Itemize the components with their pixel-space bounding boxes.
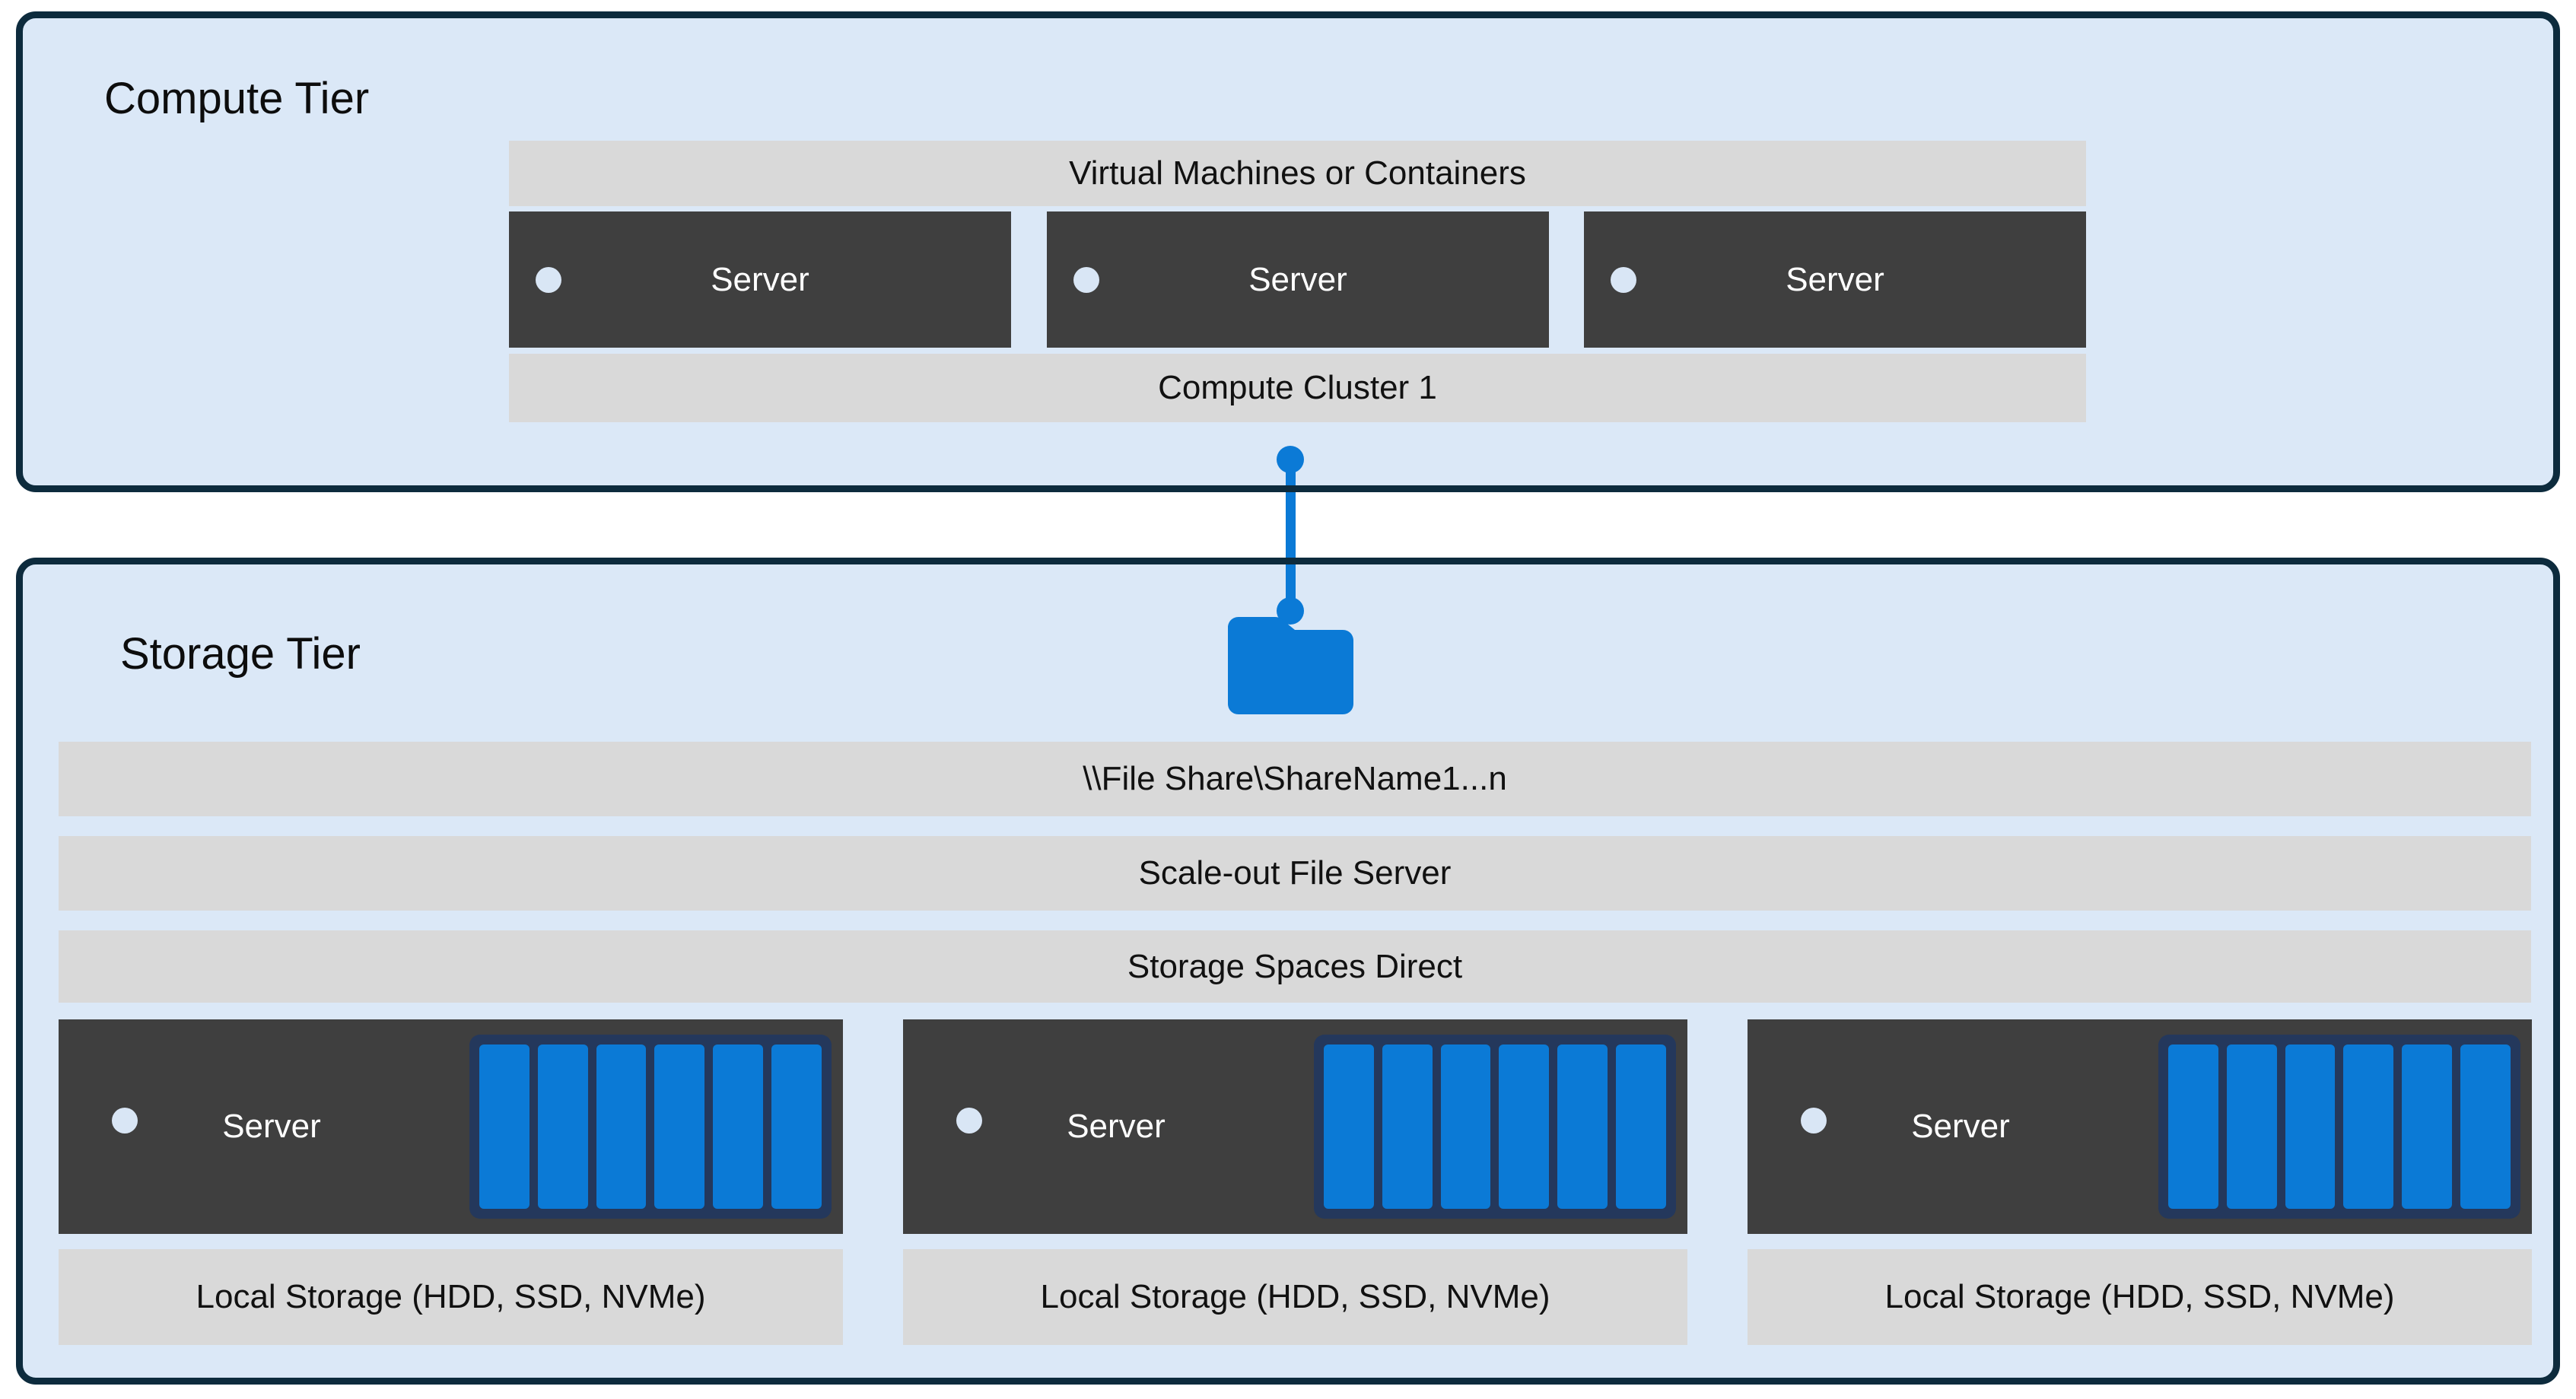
disk-drive-icon: [1557, 1044, 1608, 1209]
power-led-dot-icon: [956, 1107, 982, 1134]
compute-server-2: Server: [1047, 211, 1549, 348]
storage-server-1: Server: [59, 1019, 843, 1234]
file-share-label: \\File Share\ShareName1...n: [1083, 760, 1507, 797]
storage-server-label: Server: [222, 1108, 321, 1145]
storage-spaces-direct-bar: Storage Spaces Direct: [59, 930, 2531, 1003]
local-storage-label: Local Storage (HDD, SSD, NVMe): [1040, 1278, 1550, 1315]
disk-drive-icon: [2285, 1044, 2336, 1209]
power-led-dot-icon: [1073, 266, 1099, 293]
disk-drive-icon: [654, 1044, 705, 1209]
disk-drive-icon: [713, 1044, 764, 1209]
disk-drive-icon: [2460, 1044, 2511, 1209]
storage-server-label-area: Server: [59, 1019, 485, 1234]
compute-tier-title: Compute Tier: [104, 74, 370, 123]
power-led-dot-icon: [1801, 1107, 1827, 1134]
disk-drive-icon: [2343, 1044, 2394, 1209]
compute-server-1: Server: [509, 211, 1011, 348]
storage-server-label: Server: [1067, 1108, 1166, 1145]
disk-drive-icon: [596, 1044, 647, 1209]
compute-cluster-bar: Compute Cluster 1: [509, 354, 2086, 422]
connector-endpoint-dot-top: [1277, 446, 1304, 473]
storage-server-2: Server: [903, 1019, 1687, 1234]
disk-drive-icon: [2226, 1044, 2277, 1209]
disk-drive-icon: [1382, 1044, 1433, 1209]
storage-tier-title: Storage Tier: [120, 629, 361, 679]
scale-out-file-server-label: Scale-out File Server: [1138, 854, 1452, 892]
disk-drive-icon: [1616, 1044, 1666, 1209]
disk-drive-icon: [2168, 1044, 2218, 1209]
compute-server-label: Server: [1248, 260, 1347, 298]
disk-drive-icon: [537, 1044, 588, 1209]
disk-drive-icon: [479, 1044, 530, 1209]
file-share-bar: \\File Share\ShareName1...n: [59, 742, 2531, 816]
compute-border-overlay: [1272, 485, 1310, 492]
storage-spaces-direct-label: Storage Spaces Direct: [1127, 947, 1463, 985]
power-led-dot-icon: [112, 1107, 138, 1134]
disk-drive-icon: [1324, 1044, 1374, 1209]
power-led-dot-icon: [536, 266, 561, 293]
compute-server-label: Server: [711, 260, 809, 298]
scale-out-file-server-bar: Scale-out File Server: [59, 836, 2531, 911]
storage-server-label-area: Server: [1748, 1019, 2174, 1234]
local-storage-label: Local Storage (HDD, SSD, NVMe): [1884, 1278, 2395, 1315]
compute-server-label: Server: [1786, 260, 1884, 298]
power-led-dot-icon: [1611, 266, 1636, 293]
disk-drive-icon: [2402, 1044, 2453, 1209]
smb-connector-line: [1286, 459, 1296, 612]
compute-cluster-label: Compute Cluster 1: [1158, 369, 1437, 406]
storage-server-label-area: Server: [903, 1019, 1329, 1234]
local-storage-label: Local Storage (HDD, SSD, NVMe): [196, 1278, 706, 1315]
disk-array-icon: [2158, 1035, 2520, 1219]
disk-drive-icon: [1440, 1044, 1491, 1209]
storage-border-overlay: [1272, 558, 1310, 564]
local-storage-bar-2: Local Storage (HDD, SSD, NVMe): [903, 1249, 1687, 1345]
local-storage-bar-3: Local Storage (HDD, SSD, NVMe): [1748, 1249, 2532, 1345]
disk-drive-icon: [771, 1044, 822, 1209]
disk-drive-icon: [1499, 1044, 1550, 1209]
storage-server-label: Server: [1911, 1108, 2010, 1145]
compute-server-3: Server: [1584, 211, 2086, 348]
vm-containers-label: Virtual Machines or Containers: [1069, 154, 1526, 192]
storage-server-3: Server: [1748, 1019, 2532, 1234]
local-storage-bar-1: Local Storage (HDD, SSD, NVMe): [59, 1249, 843, 1345]
disk-array-icon: [1314, 1035, 1676, 1219]
folder-icon: [1228, 617, 1353, 714]
vm-containers-bar: Virtual Machines or Containers: [509, 141, 2086, 206]
disk-array-icon: [469, 1035, 832, 1219]
